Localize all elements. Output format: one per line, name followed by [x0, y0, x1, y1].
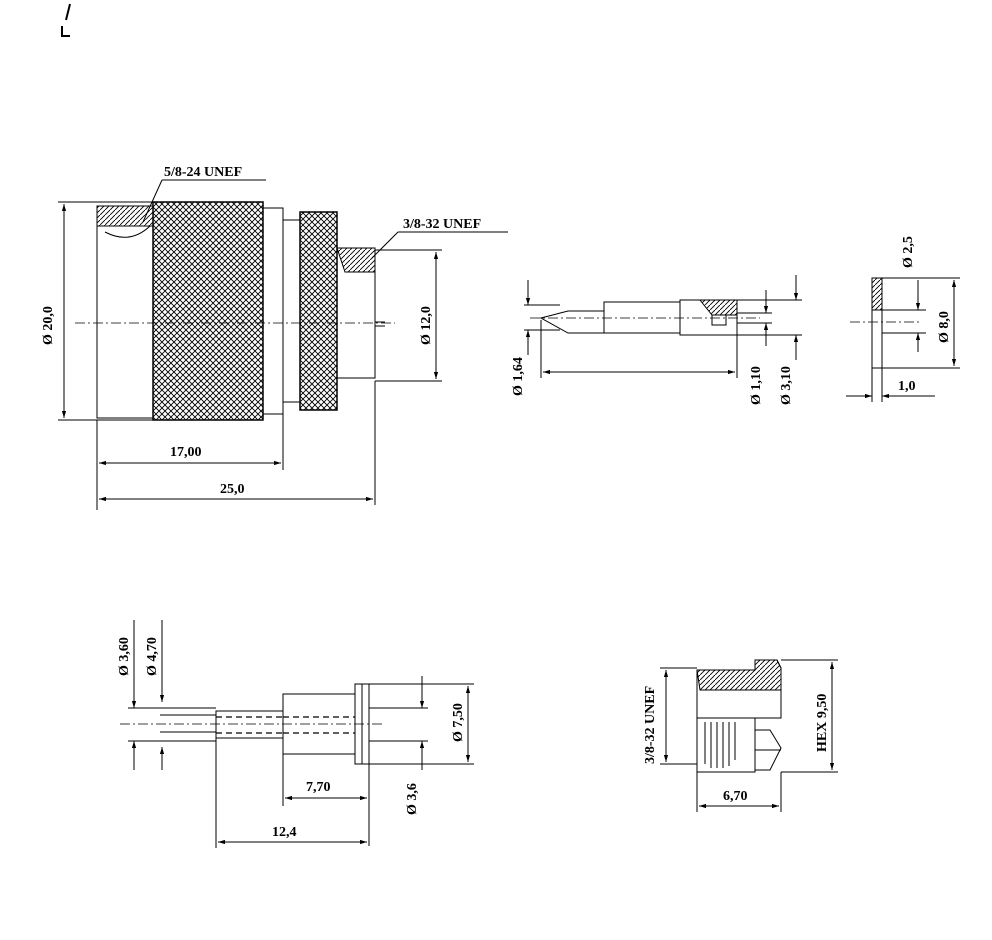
- contact-pin-view: Ø 1,64 Ø 1,10 Ø 3,10: [511, 275, 802, 405]
- corner-mark-stroke: [65, 3, 71, 21]
- dim-pin-dia-310: Ø 3,10: [779, 366, 794, 405]
- thread-callout-back: 3/8-32 UNEF: [403, 217, 481, 232]
- back-nut-view: 3/8-32 UNEF HEX 9,50 6,70: [643, 659, 838, 812]
- dim-ins-len-770: 7,70: [306, 780, 331, 795]
- dim-washer-dia-25: Ø 2,5: [901, 236, 916, 268]
- dim-len-25: 25,0: [220, 482, 245, 497]
- dim-dia-20: Ø 20,0: [41, 306, 56, 345]
- dim-ins-dia-750: Ø 7,50: [451, 703, 466, 742]
- dim-pin-dia-164: Ø 1,64: [511, 357, 526, 396]
- nut-lower: [696, 717, 756, 773]
- knurled-coupling-nut: [152, 201, 264, 421]
- front-sleeve: [96, 205, 154, 419]
- dim-ins-dia-36: Ø 3,6: [405, 783, 420, 815]
- dim-nut-hex: HEX 9,50: [815, 694, 830, 752]
- corner-mark: [61, 26, 70, 37]
- dim-ins-dia-470: Ø 4,70: [145, 637, 160, 676]
- main-connector-view: Ø 20,0 Ø 12,0 5/8-24 UNEF 3/8-32 UNEF 17…: [41, 165, 508, 510]
- thread-callout-main: 5/8-24 UNEF: [164, 165, 242, 180]
- dim-dia-12: Ø 12,0: [419, 306, 434, 345]
- body-neck: [262, 207, 284, 415]
- dim-len-17: 17,00: [170, 445, 202, 460]
- dim-pin-dia-110: Ø 1,10: [749, 366, 764, 405]
- pin-shank: [603, 301, 681, 334]
- washer-view: Ø 2,5 Ø 8,0 1,0: [846, 236, 960, 402]
- dim-ins-len-124: 12,4: [272, 825, 297, 840]
- dim-washer-dia-8: Ø 8,0: [937, 311, 952, 343]
- dim-nut-thread: 3/8-32 UNEF: [643, 686, 658, 764]
- thread-hatch: [96, 205, 154, 227]
- insulator-stem: [215, 710, 284, 739]
- dim-nut-length: 6,70: [723, 789, 748, 804]
- knurled-ring: [299, 211, 338, 411]
- dim-washer-thickness: 1,0: [898, 379, 916, 394]
- insulator-view: Ø 3,60 Ø 4,70 Ø 7,50 Ø 3,6 7,70 12,4: [117, 620, 474, 848]
- dim-ins-dia-360: Ø 3,60: [117, 637, 132, 676]
